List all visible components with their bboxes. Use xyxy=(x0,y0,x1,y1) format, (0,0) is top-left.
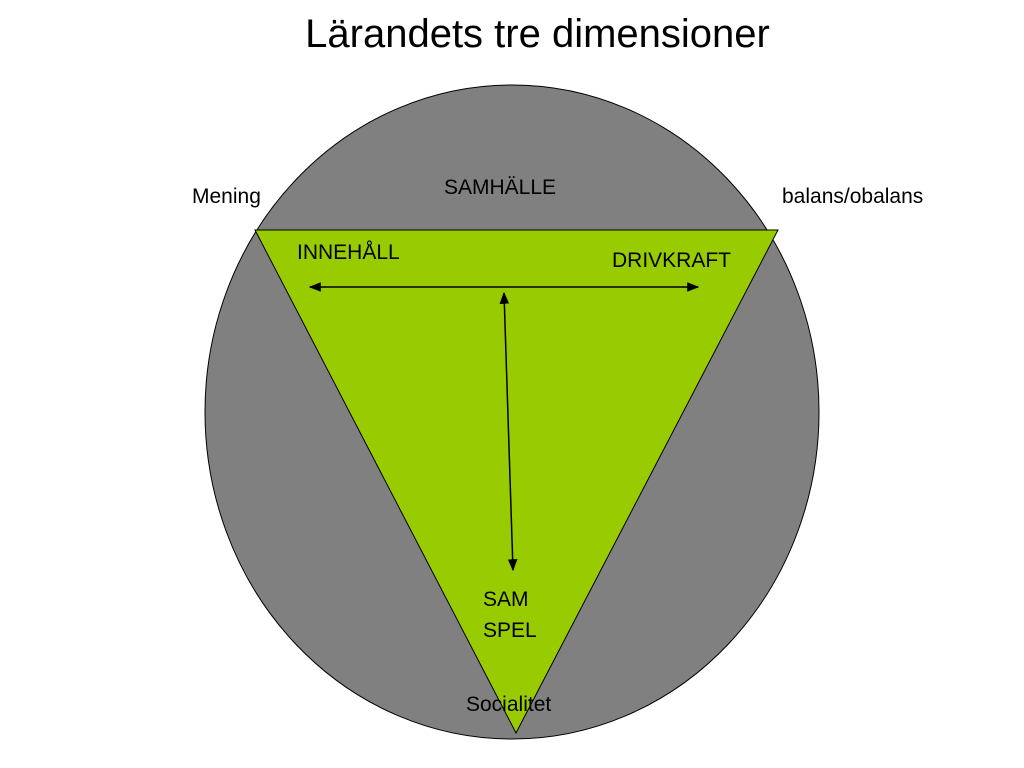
slide-title: Lärandets tre dimensioner xyxy=(305,12,770,56)
label-spel: SPEL xyxy=(483,619,537,642)
label-innehall: INNEHÅLL xyxy=(297,241,400,264)
label-drivkraft: DRIVKRAFT xyxy=(612,249,732,272)
label-mening: Mening xyxy=(192,185,261,208)
label-socialitet: Socialitet xyxy=(466,693,552,716)
label-sam: SAM xyxy=(483,588,529,611)
label-samhalle: SAMHÄLLE xyxy=(444,176,557,199)
interaction-arrow xyxy=(499,291,518,572)
label-balans-obalans: balans/obalans xyxy=(782,185,924,208)
